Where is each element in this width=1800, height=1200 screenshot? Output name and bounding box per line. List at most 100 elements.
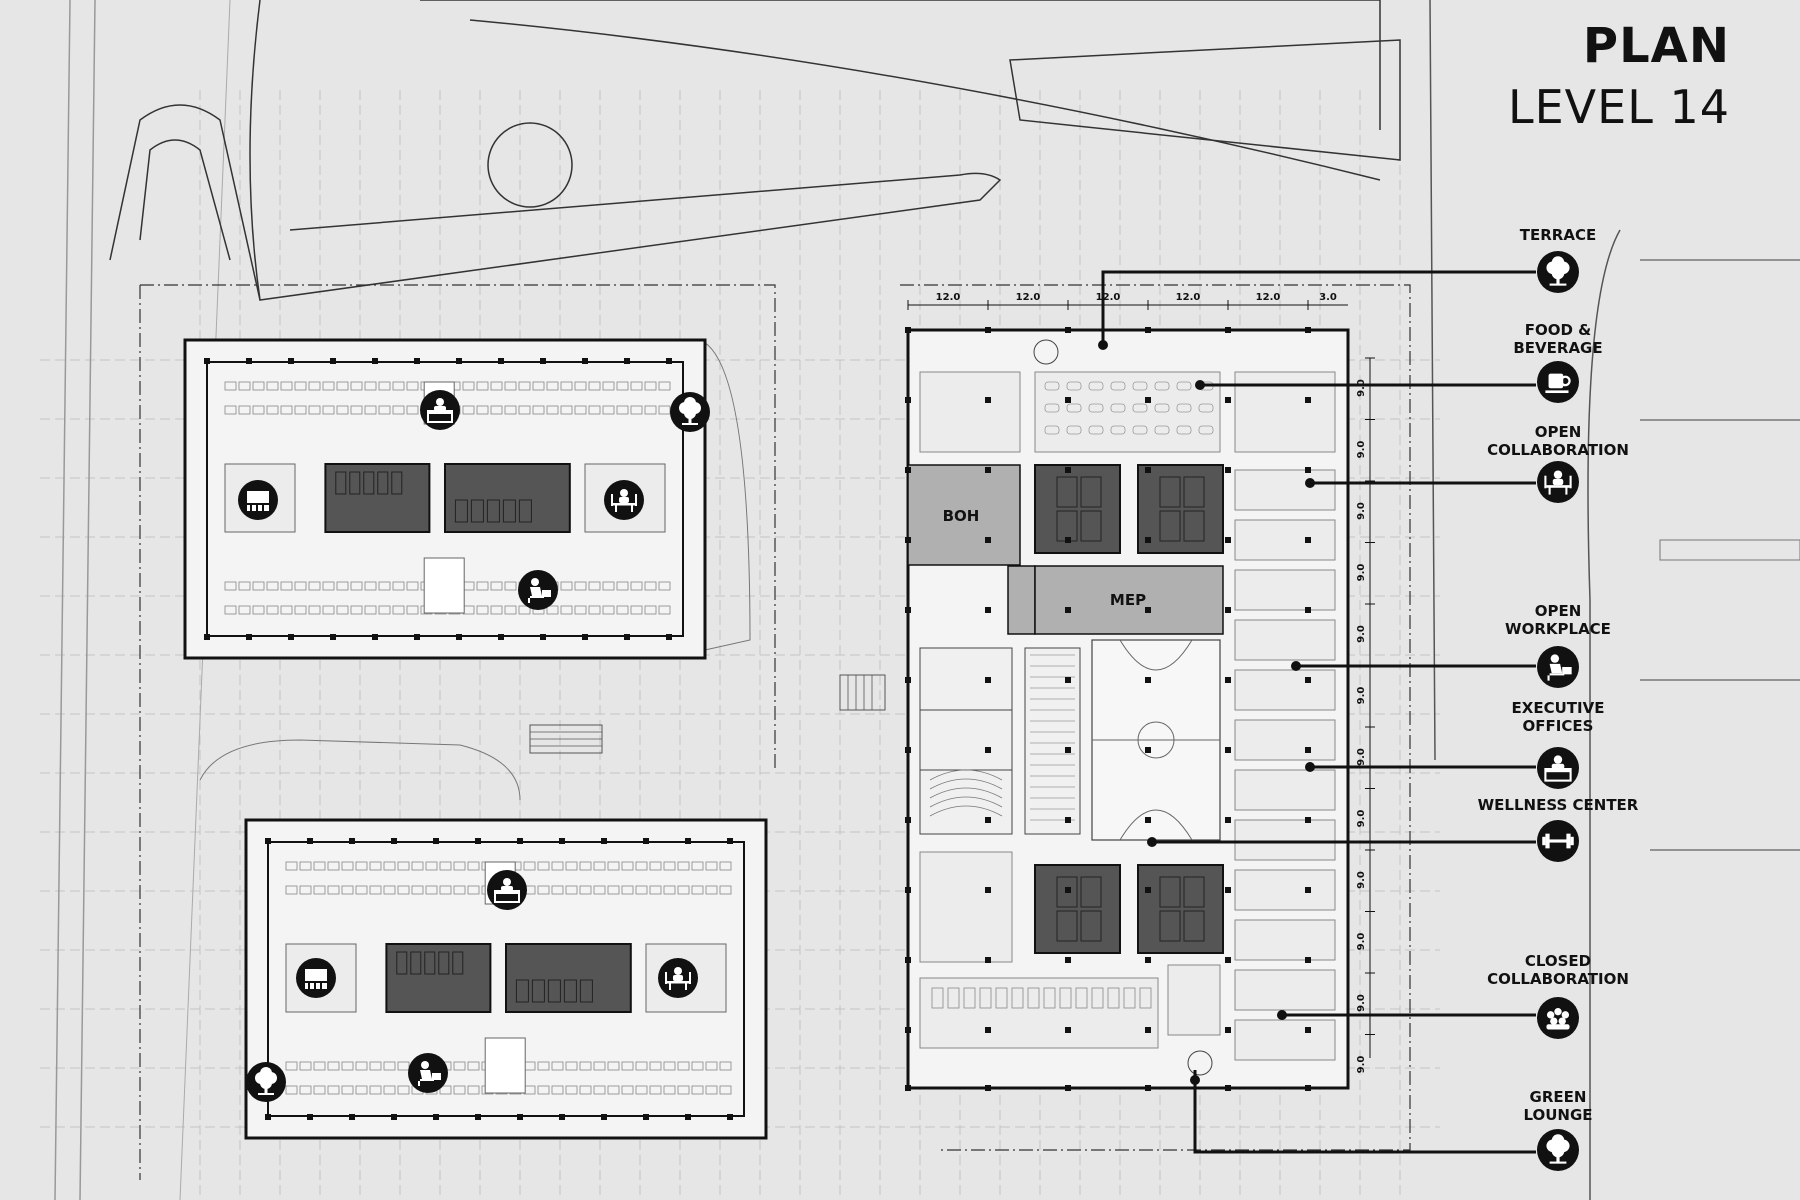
column — [349, 838, 355, 844]
desk — [364, 605, 377, 615]
desk — [551, 1061, 564, 1071]
column — [1145, 1085, 1151, 1091]
table — [1176, 425, 1192, 435]
legend-label: WELLNESS CENTER — [1478, 796, 1639, 814]
seating-row — [929, 805, 1003, 817]
table — [1154, 381, 1170, 391]
column — [905, 677, 911, 683]
seating-row — [929, 769, 1003, 781]
legend-label: LOUNGE — [1523, 1106, 1592, 1124]
row-dimension: 9.0 — [1356, 810, 1367, 828]
desk — [677, 861, 690, 871]
tree-icon — [246, 1062, 286, 1102]
desk — [719, 861, 732, 871]
core-room — [1080, 876, 1102, 908]
core-room — [452, 951, 464, 975]
core-room — [424, 951, 436, 975]
desk — [313, 885, 326, 895]
workspace-module — [1234, 719, 1336, 761]
column — [727, 1114, 733, 1120]
core-room — [1159, 510, 1181, 542]
desk — [280, 581, 293, 591]
desk — [1075, 987, 1088, 1009]
desk — [593, 1061, 606, 1071]
dumbbell-icon — [1537, 820, 1579, 862]
column — [559, 1114, 565, 1120]
desk — [467, 1085, 480, 1095]
leader-dot — [1098, 340, 1108, 350]
desk — [532, 381, 545, 391]
desk — [630, 405, 643, 415]
desk — [560, 605, 573, 615]
column — [1305, 327, 1311, 333]
desk — [560, 381, 573, 391]
desk — [383, 1061, 396, 1071]
desk — [364, 581, 377, 591]
column — [288, 634, 294, 640]
desk — [565, 861, 578, 871]
desk — [369, 885, 382, 895]
desk — [1043, 987, 1056, 1009]
legend-label: WORKPLACE — [1505, 620, 1611, 638]
desk — [663, 861, 676, 871]
core-room — [470, 499, 484, 523]
desk — [476, 381, 489, 391]
desk — [467, 861, 480, 871]
column — [1145, 817, 1151, 823]
desk — [369, 861, 382, 871]
desk — [537, 861, 550, 871]
column — [1065, 537, 1071, 543]
desk — [602, 381, 615, 391]
core — [505, 943, 632, 1013]
column — [905, 1085, 911, 1091]
desk — [238, 581, 251, 591]
desk — [546, 381, 559, 391]
plan-program-icons — [238, 390, 710, 1102]
core-room — [1056, 876, 1078, 908]
column — [349, 1114, 355, 1120]
column — [475, 1114, 481, 1120]
column — [540, 358, 546, 364]
desk — [453, 885, 466, 895]
auditorium — [919, 647, 1013, 835]
table — [1154, 403, 1170, 413]
court-circle — [1137, 721, 1175, 759]
desk — [523, 861, 536, 871]
desk — [579, 861, 592, 871]
legend-item-food-beverage: FOOD &BEVERAGE — [1513, 321, 1603, 403]
legend-label: BEVERAGE — [1513, 339, 1602, 357]
locker-room — [1024, 647, 1081, 835]
column — [666, 634, 672, 640]
column — [1225, 607, 1231, 613]
column — [433, 838, 439, 844]
desk — [644, 581, 657, 591]
desk — [350, 581, 363, 591]
desk — [280, 405, 293, 415]
desk — [602, 581, 615, 591]
column — [246, 358, 252, 364]
column — [1305, 607, 1311, 613]
table — [1132, 381, 1148, 391]
desk — [266, 381, 279, 391]
desk — [518, 605, 531, 615]
table — [1066, 403, 1082, 413]
executive-icon — [487, 870, 527, 910]
table — [1088, 425, 1104, 435]
desk — [341, 861, 354, 871]
desk — [238, 381, 251, 391]
column — [685, 838, 691, 844]
row-dimension: 9.0 — [1356, 687, 1367, 705]
column — [685, 1114, 691, 1120]
desk — [313, 861, 326, 871]
desk — [355, 885, 368, 895]
bay-dimension: 12.0 — [1256, 292, 1281, 303]
desk — [1139, 987, 1152, 1009]
desk — [705, 885, 718, 895]
column — [1305, 817, 1311, 823]
legend-label: EXECUTIVE — [1512, 699, 1605, 717]
desk — [425, 885, 438, 895]
desk — [411, 861, 424, 871]
